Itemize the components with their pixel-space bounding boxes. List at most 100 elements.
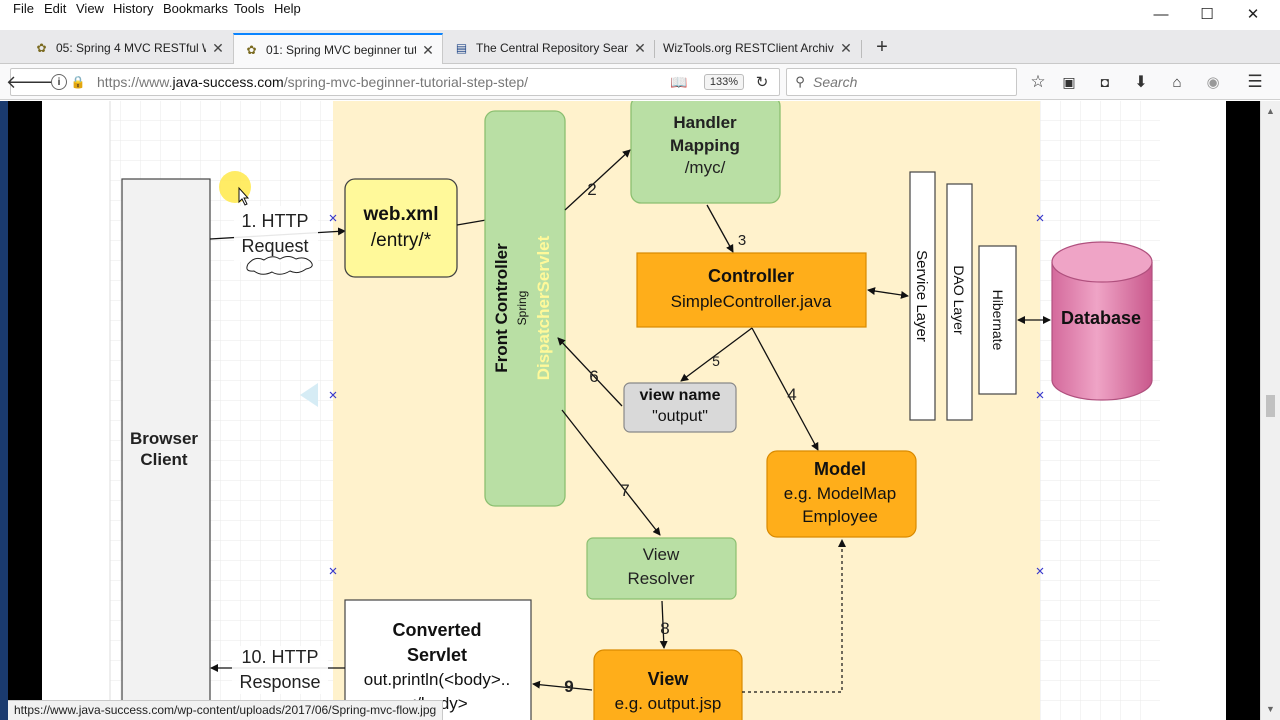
video-letterbox-left bbox=[8, 101, 42, 720]
favicon-icon: ✿ bbox=[246, 43, 257, 57]
tab-wiztools[interactable]: WizTools.org RESTClient Archive ✕ bbox=[655, 33, 860, 64]
lock-icon[interactable]: 🔒 bbox=[70, 75, 86, 89]
step-2-label: 2 bbox=[587, 180, 596, 199]
menu-tools[interactable]: Tools bbox=[234, 1, 265, 16]
browser-client-box bbox=[121, 178, 211, 720]
downloads-icon[interactable]: ⬇ bbox=[1134, 74, 1148, 91]
model-example: e.g. ModelMap bbox=[784, 484, 896, 503]
tab-bar: ✿ 05: Spring 4 MVC RESTful W ✕ ✿ 01: Spr… bbox=[0, 30, 1280, 64]
home-icon[interactable]: ⌂ bbox=[1172, 73, 1182, 91]
video-letterbox-right bbox=[1226, 101, 1260, 720]
converted-code-1: out.println(<body>.. bbox=[364, 670, 510, 689]
view-name-box bbox=[623, 382, 737, 433]
browser-label-2: Client bbox=[140, 450, 188, 469]
sync-account-icon[interactable]: ◉ bbox=[1206, 74, 1220, 91]
reader-view-icon[interactable]: 📖 bbox=[670, 73, 688, 90]
url-bar[interactable]: 🡐 i 🔒 https://www.java-success.com/sprin… bbox=[5, 68, 780, 96]
service-layer-box bbox=[909, 171, 936, 421]
response-label-1: 10. HTTP bbox=[241, 647, 318, 667]
view-box bbox=[593, 649, 743, 720]
view-example: e.g. output.jsp bbox=[615, 694, 722, 713]
menu-view[interactable]: View bbox=[76, 1, 104, 16]
view-resolver-title-2: Resolver bbox=[627, 569, 694, 588]
search-icon: ⚲ bbox=[795, 74, 805, 89]
tab-spring-mvc-beginner[interactable]: ✿ 01: Spring MVC beginner tut ✕ bbox=[233, 33, 443, 64]
status-link-preview: https://www.java-success.com/wp-content/… bbox=[8, 700, 444, 720]
hand-cursor-icon bbox=[238, 186, 250, 206]
step-8-label: 8 bbox=[660, 619, 669, 638]
step-4-label: 4 bbox=[787, 385, 796, 404]
webxml-box bbox=[344, 178, 458, 278]
menu-file[interactable]: File bbox=[13, 1, 34, 16]
close-window-button[interactable]: ✕ bbox=[1246, 6, 1260, 23]
converted-title-1: Converted bbox=[392, 620, 481, 640]
step-9-label: 9 bbox=[564, 677, 573, 696]
database-cylinder bbox=[1051, 262, 1153, 401]
view-title: View bbox=[648, 669, 690, 689]
zoom-level-badge[interactable]: 133% bbox=[704, 74, 744, 90]
step-3-label: 3 bbox=[738, 232, 746, 249]
hibernate-box bbox=[978, 245, 1017, 395]
back-arrow-icon[interactable]: 🡐 bbox=[5, 71, 55, 92]
controller-class: SimpleController.java bbox=[671, 292, 832, 311]
dispatcher-servlet-label: DispatcherServlet bbox=[534, 235, 553, 380]
reload-icon[interactable]: ↻ bbox=[755, 74, 769, 91]
tab-central-repository[interactable]: ▤ The Central Repository Searc ✕ bbox=[444, 33, 654, 64]
reading-list-icon[interactable]: ▣ bbox=[1062, 73, 1076, 90]
page-content: Browser Client 1. HTTP Request web.xml /… bbox=[0, 101, 1280, 720]
controller-box bbox=[636, 252, 867, 328]
menu-bar: File Edit View History Bookmarks Tools H… bbox=[0, 0, 1280, 30]
tab-close-icon[interactable]: ✕ bbox=[634, 40, 646, 56]
url-text[interactable]: https://www.java-success.com/spring-mvc-… bbox=[97, 74, 529, 90]
model-employee: Employee bbox=[802, 507, 878, 526]
handler-mapping-box bbox=[630, 101, 781, 204]
step-6-label: 6 bbox=[589, 367, 598, 386]
webxml-title: web.xml bbox=[363, 204, 439, 225]
handler-mapping-title-1: Handler bbox=[673, 113, 737, 132]
tab-close-icon[interactable]: ✕ bbox=[212, 40, 224, 56]
view-resolver-title-1: View bbox=[643, 545, 680, 564]
converted-title-2: Servlet bbox=[407, 645, 467, 665]
tab-spring4-restful[interactable]: ✿ 05: Spring 4 MVC RESTful W ✕ bbox=[24, 33, 232, 64]
model-box bbox=[766, 450, 917, 538]
pocket-icon[interactable]: ◘ bbox=[1100, 74, 1110, 90]
minimize-button[interactable]: — bbox=[1153, 5, 1169, 23]
search-input[interactable]: ⚲ Search bbox=[786, 68, 1017, 96]
document-icon: ▤ bbox=[455, 41, 468, 55]
front-controller-sub: Spring bbox=[515, 291, 529, 326]
bookmark-star-icon[interactable]: ☆ bbox=[1030, 72, 1046, 91]
tab-close-icon[interactable]: ✕ bbox=[840, 40, 852, 56]
database-label: Database bbox=[1061, 308, 1141, 328]
model-title: Model bbox=[814, 459, 866, 479]
view-resolver-box bbox=[586, 537, 737, 600]
view-name-value: "output" bbox=[652, 408, 708, 425]
request-label-2: Request bbox=[241, 236, 308, 256]
scroll-thumb[interactable] bbox=[1266, 395, 1275, 417]
hamburger-menu-icon[interactable]: ☰ bbox=[1247, 72, 1263, 91]
maximize-button[interactable]: ☐ bbox=[1200, 6, 1214, 23]
service-layer-label: Service Layer bbox=[913, 250, 930, 342]
tab-close-icon[interactable]: ✕ bbox=[422, 42, 434, 58]
spring-mvc-flow-diagram: Browser Client 1. HTTP Request web.xml /… bbox=[42, 101, 1226, 720]
front-controller-title: Front Controller bbox=[492, 243, 511, 373]
step-7-label: 7 bbox=[620, 481, 629, 500]
request-label-1: 1. HTTP bbox=[241, 211, 308, 231]
response-label-2: Response bbox=[239, 672, 320, 692]
menu-edit[interactable]: Edit bbox=[44, 1, 67, 16]
navigation-bar: 🡐 i 🔒 https://www.java-success.com/sprin… bbox=[0, 64, 1280, 100]
scroll-down-icon[interactable]: ▼ bbox=[1266, 704, 1275, 714]
vertical-scrollbar[interactable]: ▲ ▼ bbox=[1260, 101, 1280, 720]
handler-mapping-title-2: Mapping bbox=[670, 136, 740, 155]
menu-history[interactable]: History bbox=[113, 1, 154, 16]
new-tab-button[interactable]: + bbox=[876, 35, 888, 58]
hibernate-label: Hibernate bbox=[990, 290, 1006, 351]
webxml-path: /entry/* bbox=[371, 230, 432, 251]
menu-help[interactable]: Help bbox=[274, 1, 301, 16]
selection-handles bbox=[329, 214, 1044, 575]
info-icon[interactable]: i bbox=[51, 74, 67, 90]
step-5-label: 5 bbox=[712, 353, 720, 369]
scroll-up-icon[interactable]: ▲ bbox=[1266, 106, 1275, 116]
view-name-title: view name bbox=[640, 387, 721, 404]
favicon-icon: ✿ bbox=[36, 41, 47, 55]
menu-bookmarks[interactable]: Bookmarks bbox=[163, 1, 229, 16]
